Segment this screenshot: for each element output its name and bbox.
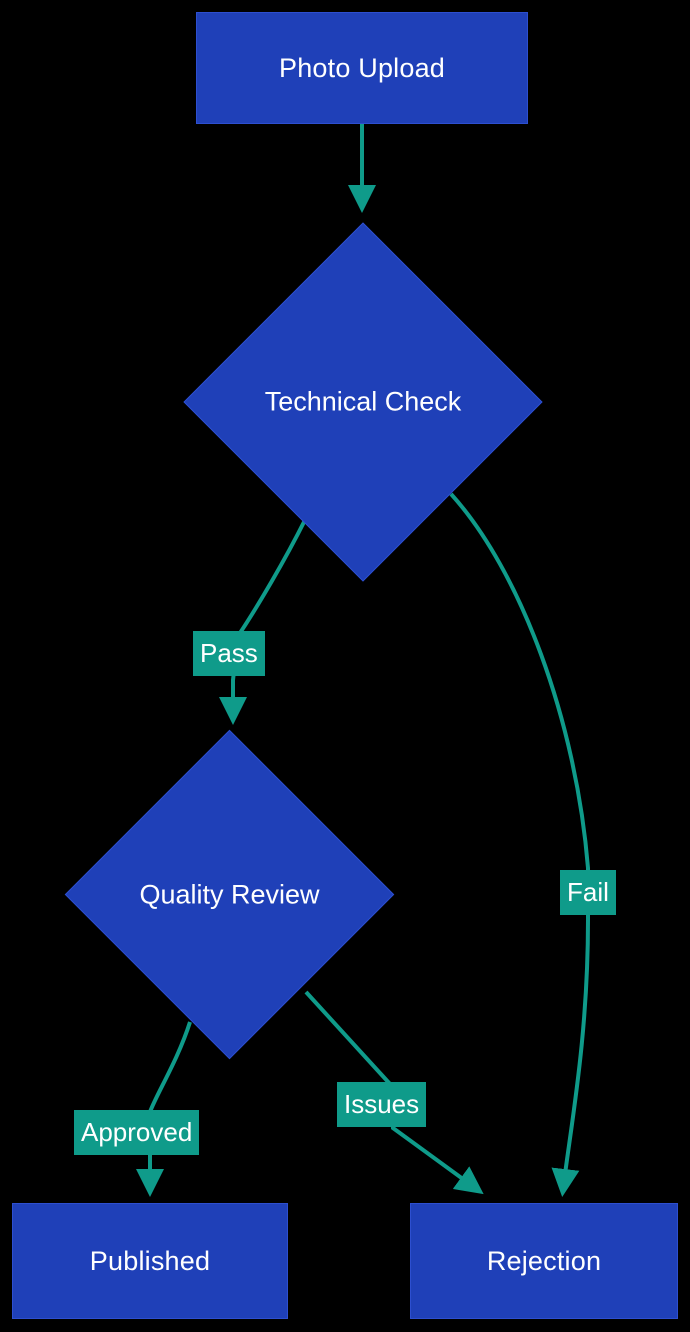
node-published[interactable]: Published xyxy=(12,1203,288,1319)
node-photo-upload-label: Photo Upload xyxy=(278,52,446,83)
edge-label-approved: Approved xyxy=(74,1110,200,1155)
node-technical-check-label: Technical Check xyxy=(264,386,462,417)
edge-technical-to-quality xyxy=(219,519,307,725)
node-quality-review-label: Quality Review xyxy=(139,879,320,909)
node-technical-check[interactable]: Technical Check xyxy=(183,222,543,582)
node-published-label: Published xyxy=(89,1245,211,1276)
edge-quality-to-published xyxy=(136,1021,192,1197)
node-quality-review[interactable]: Quality Review xyxy=(64,729,395,1060)
node-rejection[interactable]: Rejection xyxy=(410,1203,678,1319)
node-photo-upload[interactable]: Photo Upload xyxy=(196,12,528,124)
edge-label-issues: Issues xyxy=(337,1082,427,1127)
edge-label-pass: Pass xyxy=(193,631,265,676)
edge-technical-to-rejection xyxy=(449,492,590,1197)
edge-label-fail: Fail xyxy=(560,870,616,915)
node-rejection-label: Rejection xyxy=(486,1245,602,1276)
